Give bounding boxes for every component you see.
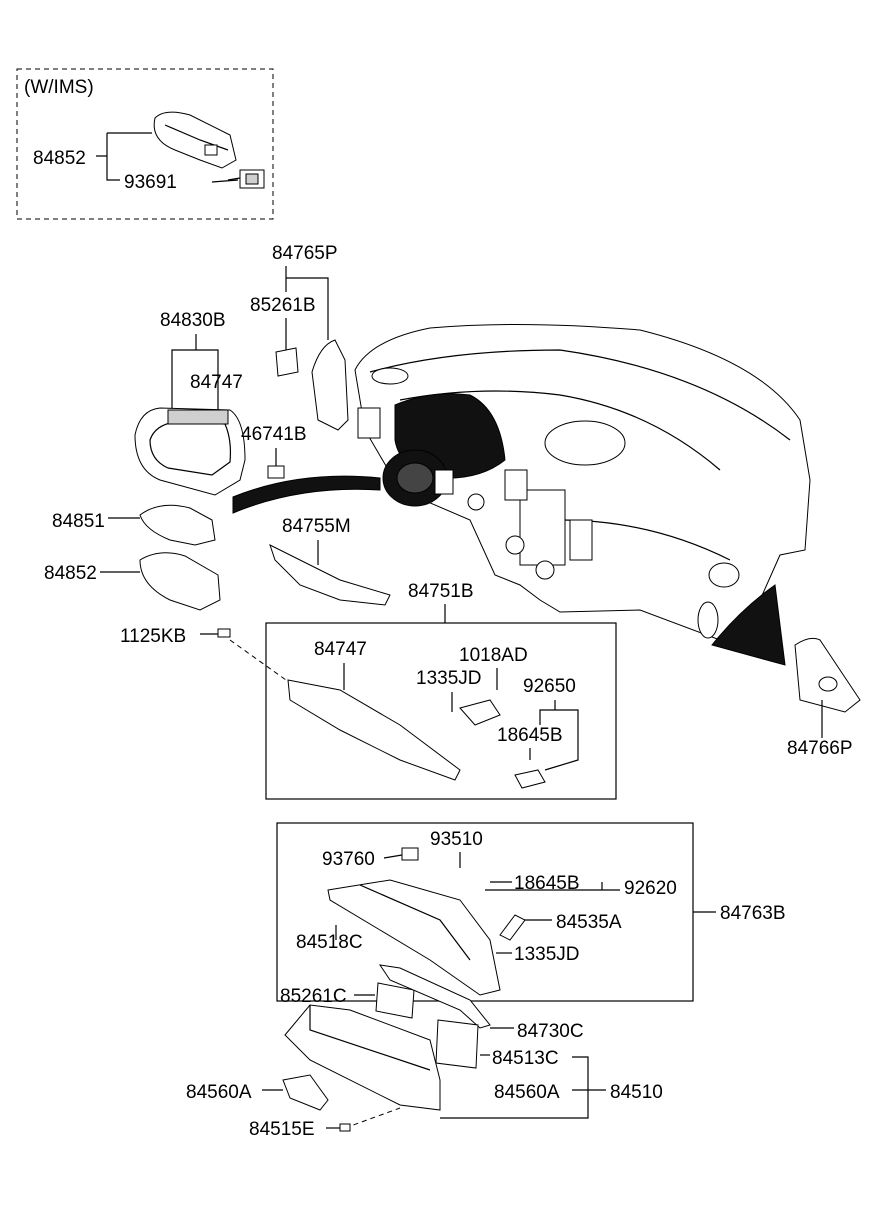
bolt-part [217, 628, 231, 638]
screw-part [339, 1123, 351, 1132]
label-84765P: 84765P [272, 243, 338, 264]
leader-84510 [440, 1056, 606, 1119]
lamp-part [514, 769, 546, 789]
label-84560A-right: 84560A [494, 1082, 560, 1103]
label-93691: 93691 [124, 172, 177, 193]
label-1335JD-lower: 1335JD [514, 944, 580, 965]
label-84730C: 84730C [517, 1021, 584, 1042]
switch-small-part [267, 465, 285, 479]
glove-label-part [435, 1019, 479, 1069]
label-84755M: 84755M [282, 516, 351, 537]
dash-band-part [232, 475, 381, 514]
label-85261C: 85261C [280, 986, 347, 1007]
label-plate-part [375, 982, 415, 1019]
upper-column-cover-part [139, 504, 216, 546]
ims-switch-part [227, 169, 265, 189]
label-84535A: 84535A [556, 912, 622, 933]
lower-column-cover-part [139, 552, 221, 611]
label-84515E: 84515E [249, 1119, 315, 1140]
glove-box-edge [309, 1005, 431, 1071]
label-18645B-lower: 18645B [514, 873, 580, 894]
label-84510: 84510 [610, 1082, 663, 1103]
dashed-guide-84515E [344, 1107, 401, 1129]
label-84560A-left: 84560A [186, 1082, 252, 1103]
glove-box-part [284, 1004, 441, 1111]
switch-93760-part [401, 847, 419, 861]
label-84518C: 84518C [296, 932, 363, 953]
label-1335JD: 1335JD [416, 668, 482, 689]
label-84513C: 84513C [492, 1048, 559, 1069]
label-84851: 84851 [52, 511, 105, 532]
ims-inset-frame [16, 68, 274, 220]
leader-84852-inset [96, 132, 152, 181]
label-92650: 92650 [523, 676, 576, 697]
side-cover-hole-part [818, 676, 838, 692]
label-93760: 93760 [322, 849, 375, 870]
label-93510: 93510 [430, 829, 483, 850]
label-85261B-top: 85261B [250, 295, 316, 316]
dashboard-part [354, 323, 811, 666]
leader-93691 [211, 179, 239, 183]
label-1125KB: 1125KB [120, 626, 186, 647]
damper-part [499, 914, 526, 941]
group-box-84751B [265, 622, 617, 800]
label-84766P: 84766P [787, 738, 853, 759]
label-84852-inset: 84852 [33, 148, 86, 169]
side-cover-part [311, 339, 349, 431]
leader-92650 [539, 700, 579, 771]
stay-bracket-part [378, 964, 491, 1029]
label-18645B: 18645B [497, 725, 563, 746]
leader-84830B [171, 334, 219, 410]
label-84747: 84747 [314, 639, 367, 660]
side-cover-right-part [794, 637, 861, 713]
label-92620: 92620 [624, 878, 677, 899]
glove-box-housing-part [327, 879, 501, 996]
label-84751B: 84751B [408, 581, 474, 602]
label-sticker-part [275, 347, 299, 377]
leader-84765P [285, 266, 329, 340]
bracket-small-part [459, 699, 501, 726]
label-84763B: 84763B [720, 903, 786, 924]
crash-pad-bracket-part [287, 679, 461, 781]
label-46741B: 46741B [241, 424, 307, 445]
latch-part [282, 1074, 329, 1111]
cluster-facia-part [134, 407, 246, 496]
label-1018AD: 1018AD [459, 645, 528, 666]
label-84830B: 84830B [160, 310, 226, 331]
ims-column-cover-part [153, 111, 237, 169]
leader-92620 [485, 882, 620, 891]
duct-part [269, 544, 391, 606]
leader-93760 [383, 854, 403, 859]
label-84747-top: 84747 [190, 372, 243, 393]
glove-box-housing-ridge [359, 884, 471, 961]
label-84852: 84852 [44, 563, 97, 584]
ims-inset-title: (W/IMS) [24, 77, 94, 98]
